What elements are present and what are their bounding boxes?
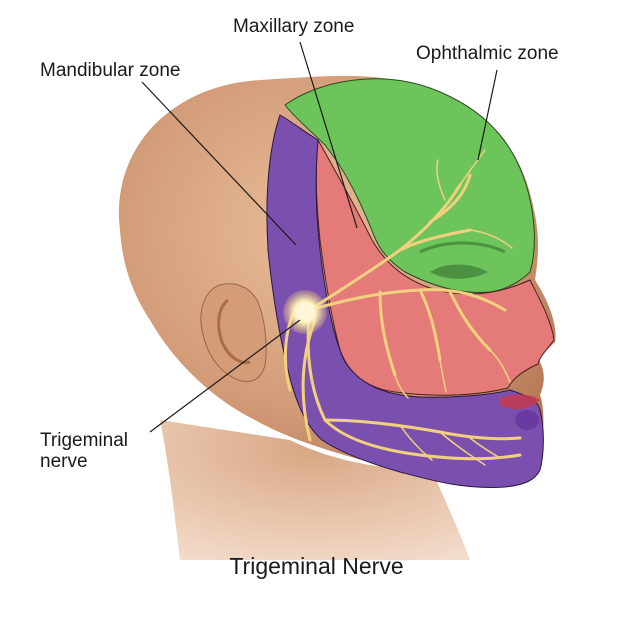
maxillary-zone-label: Maxillary zone [233,16,355,37]
trigeminal-label-line2: nerve [40,451,88,472]
lips [500,394,540,410]
ophthalmic-zone [284,78,535,294]
leader-lines [141,41,498,433]
leader-ophthalmic [477,69,498,161]
leader-trigeminal [149,319,301,433]
trigeminal-label-line1: Trigeminal [40,430,128,451]
eye [430,264,488,279]
chin [515,410,539,430]
nerve-fine-branches [394,149,513,466]
eyebrow [419,241,506,254]
leader-mandibular [141,81,297,246]
maxillary-zone [315,138,555,396]
neck [160,420,470,560]
ear-inner [217,298,251,365]
mandibular-zone-label: Mandibular zone [40,60,181,81]
leader-maxillary [299,41,358,229]
trigeminal-nerve-label: Trigeminal nerve [40,430,128,472]
ophthalmic-zone-label: Ophthalmic zone [416,43,559,64]
diagram-title: Trigeminal Nerve [229,553,404,579]
